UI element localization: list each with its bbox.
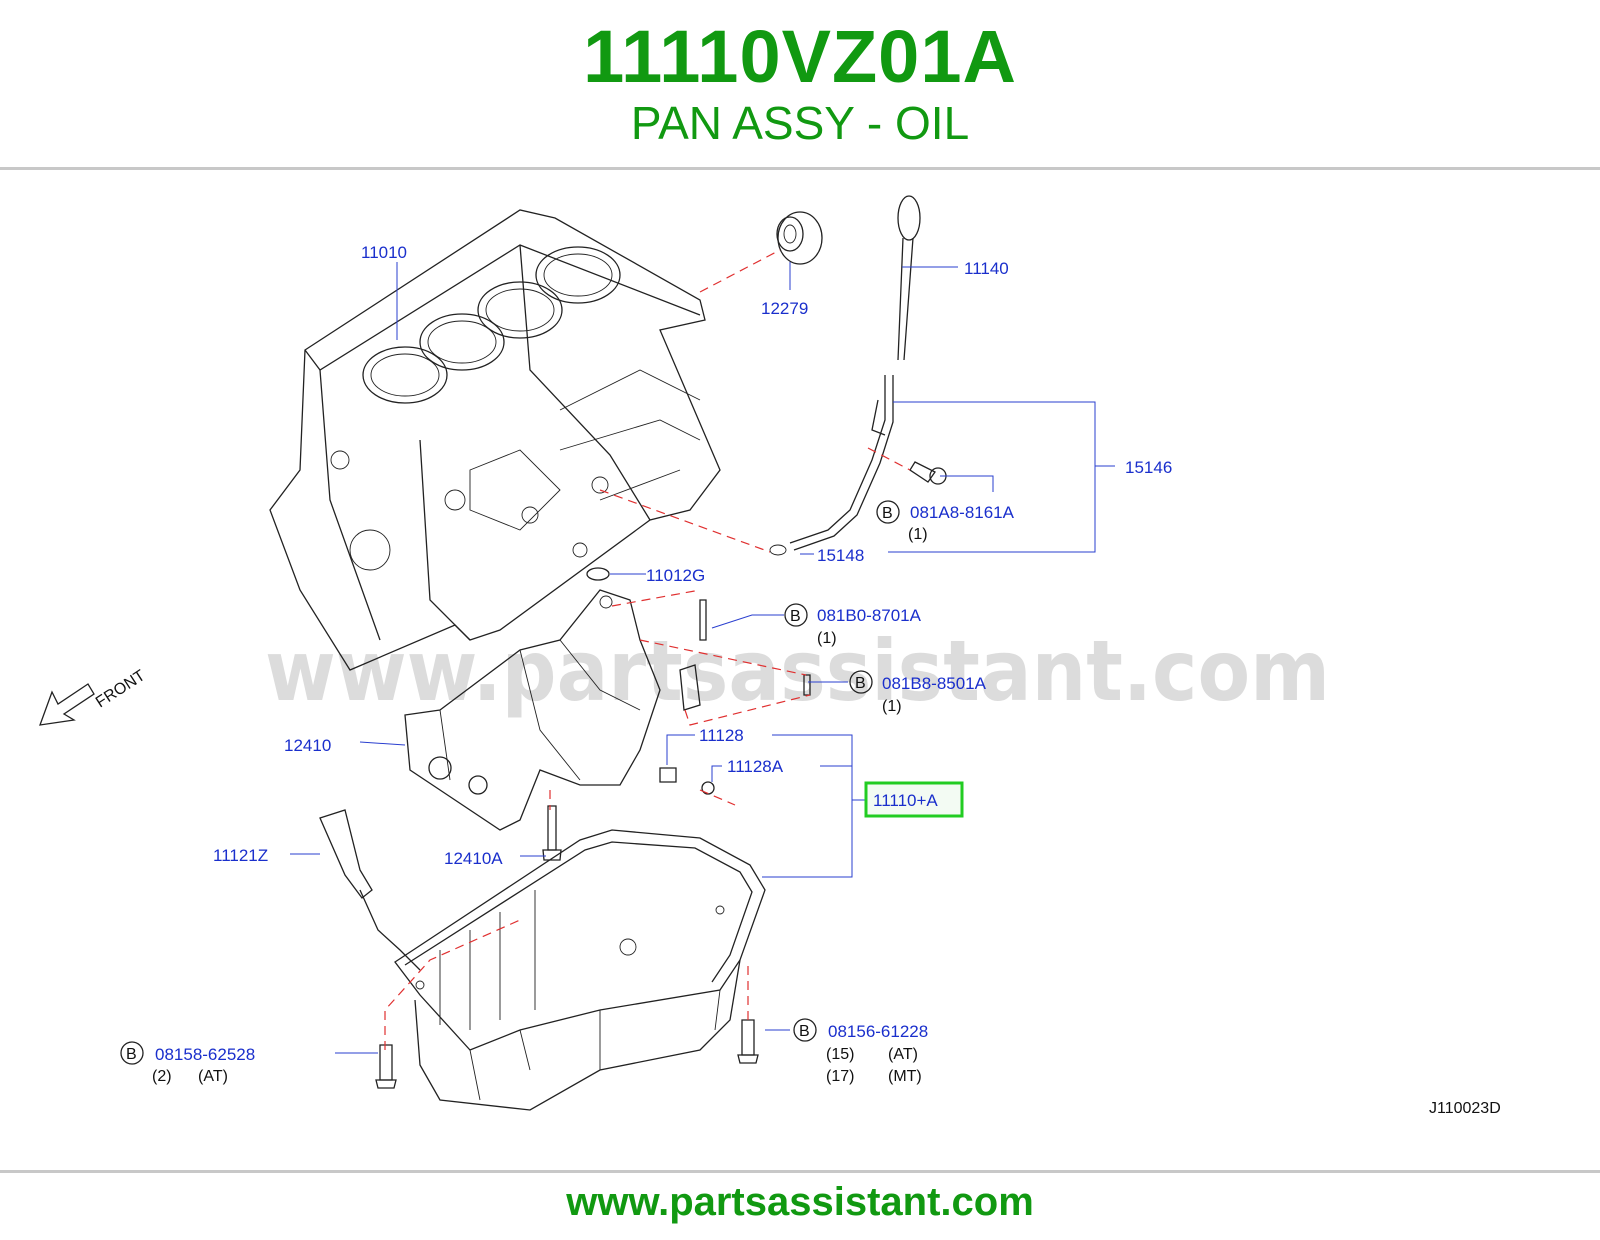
engine-block-drawing [269, 209, 721, 671]
front-label: FRONT [93, 667, 149, 711]
highlight-box [864, 781, 964, 818]
label-11128a[interactable]: 11128A [727, 757, 784, 776]
svg-text:B: B [799, 1023, 810, 1040]
part-number-title: 11110VZ01A [583, 15, 1017, 98]
label-081b0-8701a[interactable]: 081B0-8701A [817, 606, 922, 625]
oil-seal-drawing [776, 211, 823, 265]
watermark-text: www.partsassistant.com [265, 622, 1330, 720]
qty-081b8: (1) [882, 698, 902, 715]
diagram-code: J110023D [1429, 1100, 1501, 1117]
dipstick-drawing [897, 195, 921, 361]
svg-text:B: B [126, 1046, 137, 1063]
qty-081b0: (1) [817, 630, 837, 647]
qty-08156-at: (15) [826, 1046, 854, 1063]
bolt-081a8-drawing [909, 461, 947, 485]
qty-081a8: (1) [908, 526, 928, 543]
pan-bolt-left-drawing [375, 1044, 397, 1089]
bolt-badge-081b8: B [849, 670, 873, 694]
header-divider [0, 167, 1600, 170]
bolt-badge-08156: B [793, 1018, 817, 1042]
label-15148[interactable]: 15148 [817, 546, 864, 565]
label-081b8-8501a[interactable]: 081B8-8501A [882, 674, 987, 693]
label-08156-61228[interactable]: 08156-61228 [828, 1022, 928, 1041]
parts-diagram: www.partsassistant.com [39, 195, 1501, 1117]
oil-pan-drawing [394, 829, 766, 1111]
label-11010[interactable]: 11010 [361, 243, 407, 262]
pan-bolt-right-drawing [737, 1019, 759, 1064]
balancer-drawing [404, 589, 811, 861]
label-11128[interactable]: 11128 [699, 726, 744, 745]
label-15146[interactable]: 15146 [1125, 458, 1172, 477]
svg-text:B: B [882, 505, 893, 522]
label-081a8-8161a[interactable]: 081A8-8161A [910, 503, 1015, 522]
variant-08156-at: (AT) [888, 1046, 918, 1063]
bolt-badge-08158: B [120, 1041, 144, 1065]
o-ring-drawing [586, 567, 610, 581]
label-11140[interactable]: 11140 [964, 259, 1009, 278]
svg-text:B: B [855, 675, 866, 692]
label-12410a[interactable]: 12410A [444, 849, 503, 868]
bolt-badge-081b0: B [784, 603, 808, 627]
front-arrow: FRONT [39, 667, 149, 726]
qty-08156-mt: (17) [826, 1068, 854, 1085]
sensor-drawing [319, 809, 421, 971]
label-08158-62528[interactable]: 08158-62528 [155, 1045, 255, 1064]
footer-divider [0, 1170, 1600, 1173]
variant-08158: (AT) [198, 1068, 228, 1085]
qty-08158: (2) [152, 1068, 172, 1085]
label-11012g[interactable]: 11012G [646, 566, 705, 585]
drain-plug-drawing [659, 767, 715, 795]
svg-text:B: B [790, 608, 801, 625]
label-11121z[interactable]: 11121Z [213, 846, 268, 865]
header: 11110VZ01A PAN ASSY - OIL [0, 0, 1600, 168]
label-12410[interactable]: 12410 [284, 736, 331, 755]
label-12279[interactable]: 12279 [761, 299, 808, 318]
label-11110-a[interactable]: 11110+A [873, 791, 938, 810]
bolt-badge-081a8: B [876, 500, 900, 524]
part-name-subtitle: PAN ASSY - OIL [630, 97, 970, 149]
dipstick-guide-drawing [769, 375, 894, 556]
footer-url-link[interactable]: www.partsassistant.com [566, 1180, 1034, 1224]
variant-08156-mt: (MT) [888, 1068, 922, 1085]
leader-lines [290, 262, 1115, 1054]
installation-lines [384, 249, 911, 1050]
